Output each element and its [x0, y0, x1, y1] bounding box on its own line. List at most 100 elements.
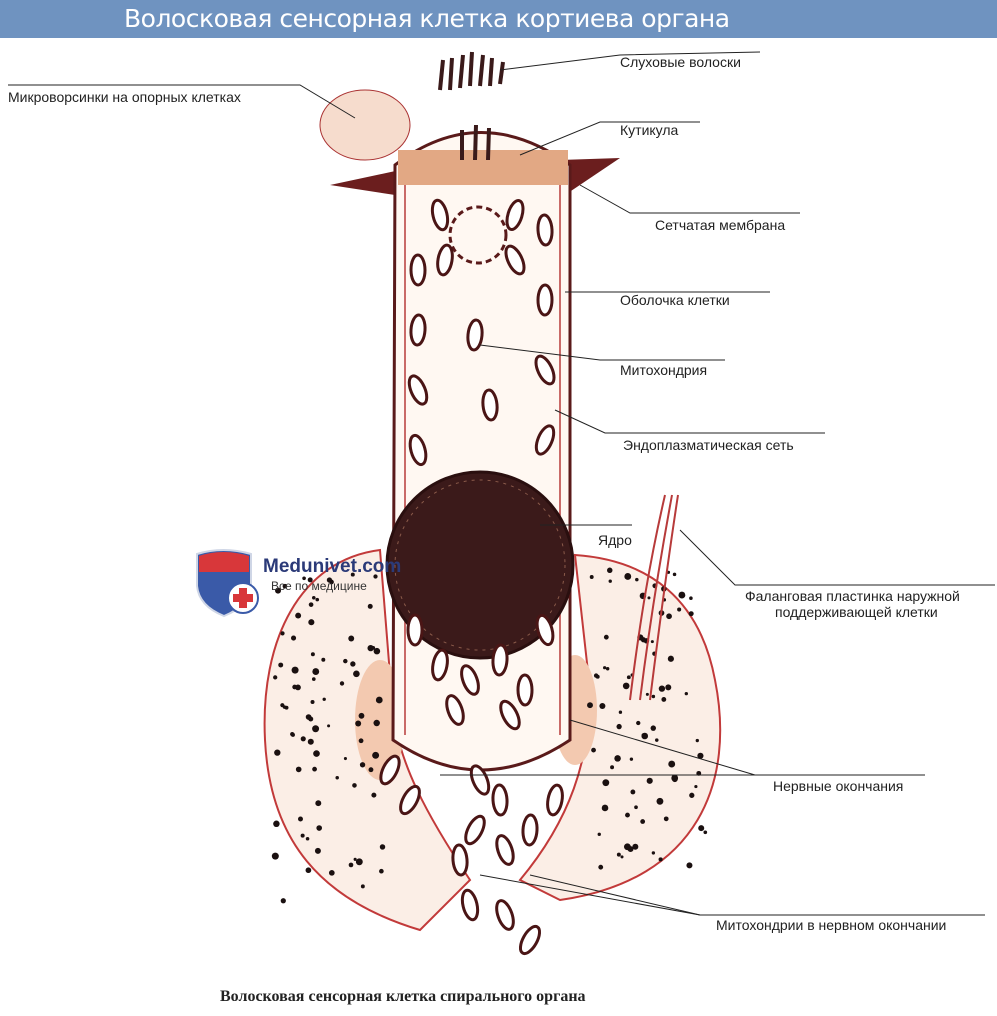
mitochondrion [535, 613, 555, 647]
label-microvilli: Микроворсинки на опорных клетках [8, 89, 241, 105]
granule [308, 619, 315, 626]
granule [634, 805, 638, 810]
granule [616, 852, 621, 857]
mitochondrion [546, 783, 564, 817]
label-nucleus: Ядро [598, 532, 632, 548]
granule [353, 857, 357, 861]
granule [311, 677, 316, 681]
granule [322, 697, 326, 701]
centriole [448, 205, 508, 265]
mitochondrion [491, 643, 509, 677]
nucleus [385, 470, 575, 660]
mitochondrion [460, 888, 480, 922]
granule [282, 583, 288, 589]
granule [684, 691, 688, 696]
granule [358, 712, 365, 719]
granule [273, 820, 280, 828]
granule [295, 684, 301, 691]
mitochondrion [534, 354, 556, 386]
granule [610, 765, 615, 770]
granule [589, 575, 594, 579]
mitochondrion [407, 374, 429, 406]
figure-caption: Волосковая сенсорная клетка спирального … [220, 988, 586, 1005]
granule [379, 844, 386, 850]
mitochondrion [464, 814, 486, 846]
label-nerve-endings: Нервные окончания [773, 778, 904, 794]
granule [591, 747, 596, 753]
granule [275, 587, 282, 594]
granule [368, 767, 374, 773]
granule [632, 843, 639, 850]
granule [640, 819, 646, 824]
granule [312, 595, 316, 600]
granule [636, 720, 641, 726]
cell-membrane-inner [404, 175, 561, 735]
auditory-hairs [438, 51, 505, 161]
granule [295, 766, 302, 773]
granule [348, 635, 355, 642]
granule [313, 750, 320, 757]
granule [371, 792, 377, 798]
granule [598, 864, 604, 870]
granule [658, 857, 663, 862]
granule [290, 635, 297, 641]
granule [310, 699, 315, 704]
label-nerve-mitochondria: Митохондрии в нервном окончании [716, 917, 947, 933]
granule [300, 736, 306, 742]
granule [686, 862, 693, 869]
granule [353, 670, 360, 678]
granule [273, 675, 278, 680]
watermark-logo: Medunivet.com Все по медицине [193, 546, 403, 618]
granule [315, 597, 320, 602]
granule [284, 705, 289, 710]
granule [316, 825, 322, 831]
granule [271, 852, 279, 860]
granule [359, 762, 366, 768]
granule [689, 596, 693, 600]
granule [312, 766, 317, 772]
granule [599, 703, 606, 710]
granule [358, 738, 364, 744]
granule [367, 603, 373, 609]
granule [647, 596, 651, 600]
granule [360, 884, 365, 889]
label-cell-membrane: Оболочка клетки [620, 292, 730, 308]
granule [678, 591, 686, 599]
granule [651, 851, 656, 855]
mitochondrion [491, 783, 509, 817]
label-mitochondrion: Митохондрия [620, 362, 708, 378]
granule [280, 631, 285, 636]
granule [608, 579, 612, 583]
granule [620, 855, 624, 859]
granule [343, 756, 347, 761]
mitochondrion [504, 244, 526, 276]
granule [355, 720, 362, 727]
mitochondrion [536, 213, 554, 247]
granule [661, 697, 667, 702]
granule [698, 825, 705, 832]
granule [602, 779, 610, 787]
granule [373, 647, 381, 655]
granule [300, 833, 305, 838]
granule [321, 657, 326, 662]
granule [618, 710, 623, 714]
reticular-membrane [330, 158, 620, 195]
granule [601, 804, 609, 812]
granule [339, 681, 345, 686]
granule [298, 816, 303, 822]
granule [663, 816, 669, 822]
mitochondrion [430, 198, 450, 232]
granule [343, 658, 348, 664]
mitochondrion [466, 318, 484, 352]
granule [672, 572, 677, 577]
granule [658, 685, 666, 692]
microvilli-cluster [319, 89, 411, 161]
granule [623, 843, 631, 851]
granule [308, 602, 314, 607]
cuticle [398, 150, 568, 185]
granule [373, 574, 378, 579]
mitochondrion [536, 283, 554, 317]
granule [315, 800, 322, 807]
mitochondrion [495, 899, 515, 931]
